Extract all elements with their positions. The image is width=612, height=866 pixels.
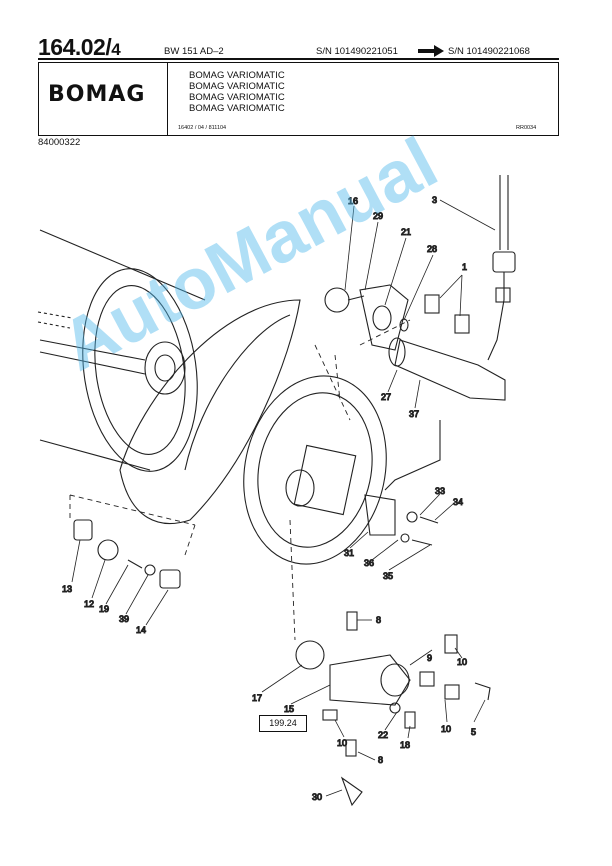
callout-33: 33 bbox=[435, 486, 445, 496]
callout-27: 27 bbox=[381, 392, 391, 402]
title-block-divider bbox=[167, 62, 169, 136]
callout-22: 22 bbox=[378, 730, 388, 740]
cylinder-assembly bbox=[384, 175, 516, 491]
drum-housing bbox=[37, 229, 206, 472]
callout-12: 12 bbox=[84, 599, 94, 609]
serial-from: S/N 101490221051 bbox=[316, 46, 398, 57]
callout-3: 3 bbox=[432, 195, 437, 205]
callout-10a: 10 bbox=[457, 657, 467, 667]
document-number: 84000322 bbox=[38, 137, 81, 148]
title-line-2: BOMAG VARIOMATIC bbox=[189, 81, 285, 92]
callout-13: 13 bbox=[62, 584, 72, 594]
model-label: BW 151 AD–2 bbox=[164, 46, 224, 57]
arrow-right-icon bbox=[418, 44, 444, 62]
callout-16: 16 bbox=[348, 196, 358, 206]
title-footer-code: 16402 / 04 / 811104 bbox=[178, 125, 227, 131]
callout-5: 5 bbox=[471, 727, 476, 737]
callout-8b: 8 bbox=[378, 755, 383, 765]
bracket-assembly bbox=[364, 494, 439, 546]
callout-8a: 8 bbox=[376, 615, 381, 625]
page-suffix: 4 bbox=[111, 40, 121, 59]
title-block bbox=[38, 62, 559, 136]
hub-disc bbox=[243, 375, 387, 565]
callout-18: 18 bbox=[400, 740, 410, 750]
callout-34: 34 bbox=[453, 497, 463, 507]
callout-30: 30 bbox=[312, 792, 322, 802]
callout-31: 31 bbox=[344, 548, 354, 558]
flange-ring bbox=[119, 299, 301, 524]
motor-assembly bbox=[295, 611, 491, 807]
header-rule bbox=[38, 58, 559, 60]
callout-15: 15 bbox=[284, 704, 294, 714]
callout-29: 29 bbox=[373, 211, 383, 221]
bomag-logo: BOMAG bbox=[48, 82, 146, 107]
callout-14: 14 bbox=[136, 625, 146, 635]
group-number-main: 164.02/ bbox=[38, 34, 112, 60]
title-line-4: BOMAG VARIOMATIC bbox=[189, 103, 285, 114]
callout-39: 39 bbox=[119, 614, 129, 624]
callout-21: 21 bbox=[401, 227, 411, 237]
title-footer-ref: RR0034 bbox=[516, 125, 537, 131]
callout-labels: 1 3 5 8 8 9 10 10 10 12 13 14 15 16 17 1… bbox=[61, 194, 476, 802]
leader-lines bbox=[71, 199, 496, 797]
callout-28: 28 bbox=[427, 244, 437, 254]
callout-17: 17 bbox=[252, 693, 262, 703]
callout-1: 1 bbox=[462, 262, 467, 272]
callout-10b: 10 bbox=[441, 724, 451, 734]
callout-36: 36 bbox=[364, 558, 374, 568]
reference-box: 199.24 bbox=[259, 715, 307, 732]
callout-19: 19 bbox=[99, 604, 109, 614]
callout-35: 35 bbox=[383, 571, 393, 581]
callout-37: 37 bbox=[409, 409, 419, 419]
hub-small-parts bbox=[73, 519, 181, 589]
valve-plate-assembly bbox=[324, 284, 409, 351]
callout-10c: 10 bbox=[337, 738, 347, 748]
group-number: 164.02/4 bbox=[38, 34, 121, 61]
title-line-3: BOMAG VARIOMATIC bbox=[189, 92, 285, 103]
serial-to: S/N 101490221068 bbox=[448, 46, 530, 57]
title-line-1: BOMAG VARIOMATIC bbox=[189, 70, 285, 81]
callout-9: 9 bbox=[427, 653, 432, 663]
